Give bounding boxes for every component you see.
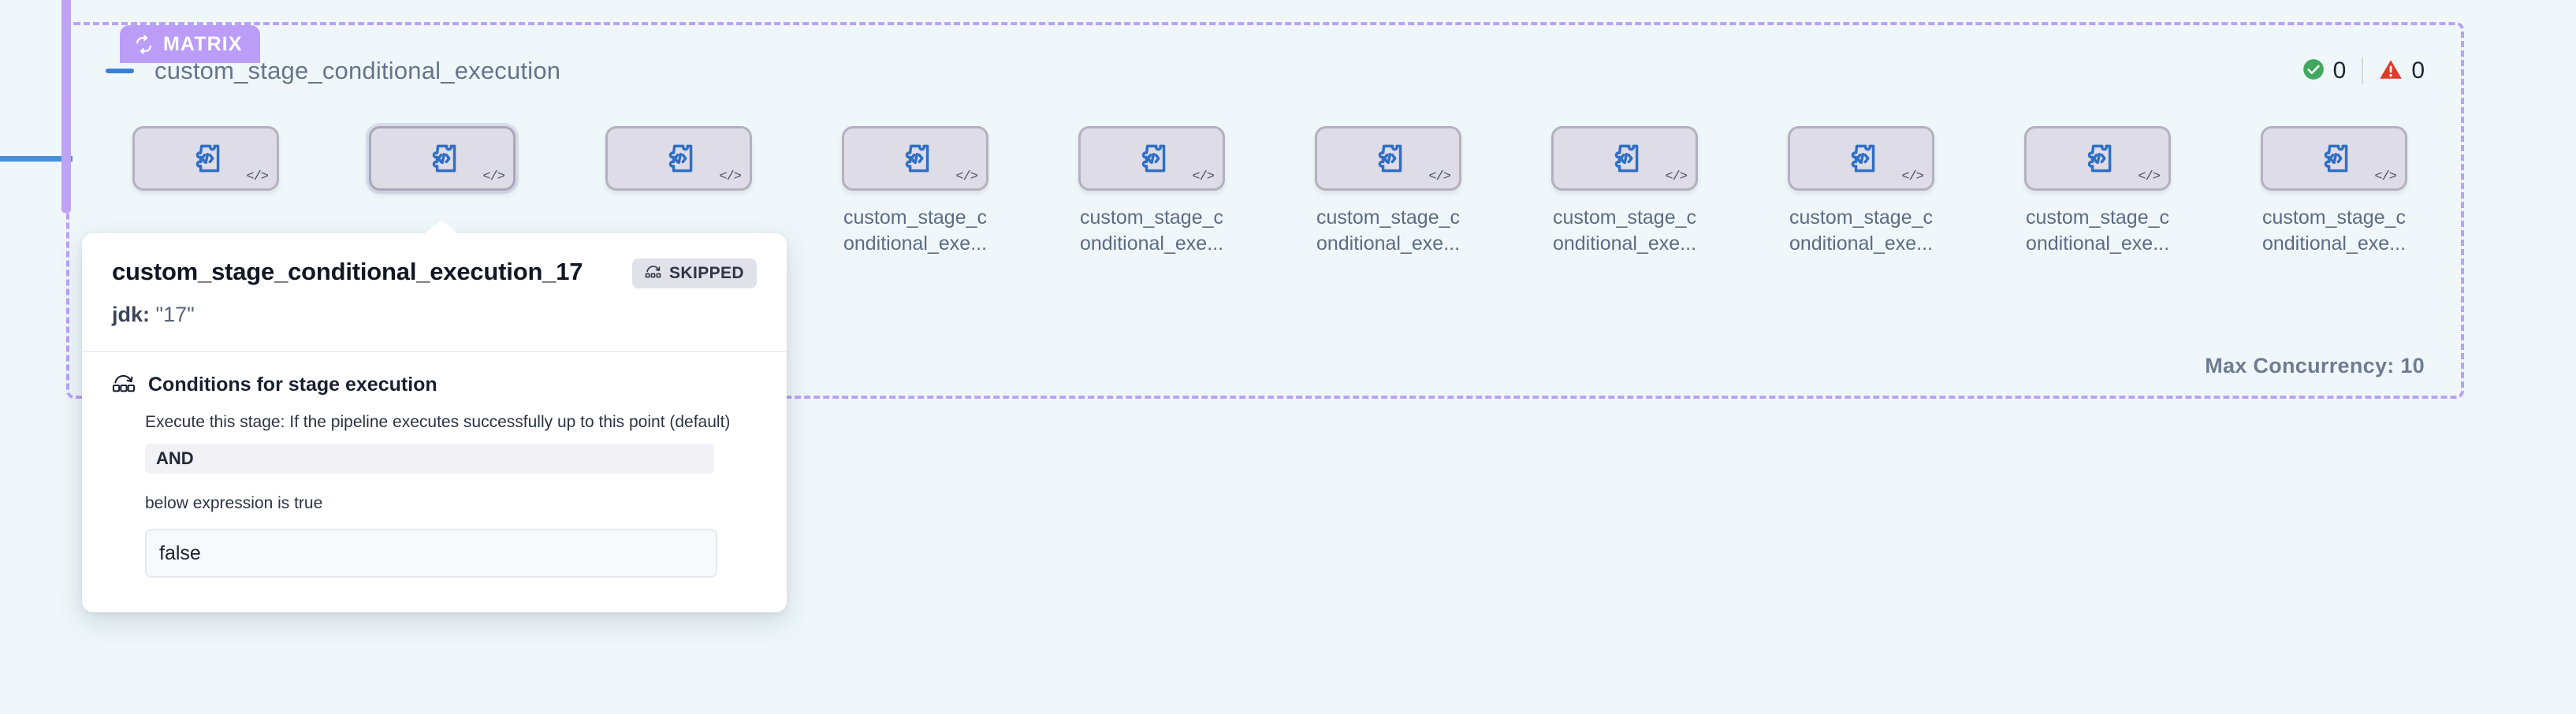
matrix-node-label: custom_stage_conditional_exe... [1316, 206, 1461, 255]
matrix-node-box[interactable]: </> [1078, 126, 1225, 191]
status-badge-label: SKIPPED [669, 264, 744, 282]
matrix-node[interactable]: </>custom_stage_c onditional_exe... [132, 126, 279, 257]
check-circle-icon [2302, 58, 2325, 84]
conditions-description: Execute this stage: If the pipeline exec… [145, 413, 731, 431]
code-icon-icon: </> [246, 169, 269, 184]
matrix-node[interactable]: </> custom_stage_conditional_exe... [2261, 126, 2407, 257]
matrix-parameter-value: "17" [155, 303, 195, 326]
code-icon-icon: </> [955, 169, 978, 184]
conditions-operator: AND [145, 444, 714, 474]
success-count: 0 [2332, 58, 2347, 84]
code-icon-icon: </> [1192, 169, 1215, 184]
matrix-node-label: custom_stage_conditional_exe... [2261, 206, 2407, 255]
matrix-node-label: custom_stage_conditional_exe... [1552, 206, 1697, 255]
matrix-node-label: custom_stage_conditional_exe... [2025, 206, 2170, 255]
conditions-icon [112, 373, 136, 397]
matrix-node-box[interactable]: </> [842, 126, 988, 191]
matrix-node-box[interactable]: </> [1315, 126, 1461, 191]
skip-arc-icon [645, 264, 662, 283]
matrix-node-label: custom_stage_conditional_exe... [1789, 206, 1934, 255]
conditions-note: below expression is true [145, 494, 323, 513]
plugin-code-icon-icon [1134, 141, 1169, 176]
matrix-group-container: MATRIX custom_stage_conditional_executio… [66, 22, 2464, 399]
plugin-code-icon-icon [1371, 141, 1405, 176]
matrix-node[interactable]: </> custom_stage_conditional_exe... [1078, 126, 1225, 257]
matrix-node[interactable]: </> custom_stage_conditional_exe... [2024, 126, 2171, 257]
popover-title: custom_stage_conditional_execution_17 [112, 258, 583, 285]
popover-arrow [424, 220, 459, 234]
popover-conditions-section: Conditions for stage execution Execute t… [82, 352, 787, 612]
matrix-node-box[interactable]: </> [2261, 126, 2407, 191]
warning-count: 0 [2411, 58, 2425, 84]
status-divider [2362, 58, 2364, 84]
matrix-node[interactable]: </> custom_stage_conditional_exe... [1551, 126, 1698, 257]
matrix-node-label: custom_stage_conditional_exe... [1079, 206, 1224, 255]
conditions-expression-field[interactable]: false [145, 529, 717, 578]
matrix-badge[interactable]: MATRIX [120, 25, 260, 63]
code-icon-icon: </> [1665, 169, 1688, 184]
warning-triangle-icon [2379, 58, 2403, 84]
matrix-node[interactable]: </> custom_stage_conditional_exe... [1315, 126, 1461, 257]
plugin-code-icon-icon [898, 141, 932, 176]
matrix-node-box[interactable]: </> [605, 126, 752, 191]
matrix-node-box[interactable]: </> [1788, 126, 1934, 191]
incoming-connector-line [0, 156, 73, 162]
status-cluster: 0 0 [2302, 58, 2425, 84]
matrix-node[interactable]: </> custom_stage_conditional_exe... [842, 126, 988, 257]
matrix-node-box[interactable]: </> [132, 126, 279, 191]
success-status: 0 [2302, 58, 2347, 84]
plugin-code-icon-icon [1607, 141, 1642, 176]
warning-status: 0 [2379, 58, 2425, 84]
conditions-heading: Conditions for stage execution [148, 374, 437, 396]
matrix-node-label: custom_stage_conditional_exe... [843, 206, 988, 255]
minus-icon[interactable] [106, 69, 134, 73]
matrix-nodes-row: </>custom_stage_c onditional_exe...</>cu… [69, 126, 2461, 307]
loop-icon [134, 35, 154, 54]
matrix-node-box-selected[interactable]: </> [369, 126, 516, 191]
matrix-node-box[interactable]: </> [1551, 126, 1698, 191]
max-concurrency-label: Max Concurrency: 10 [2205, 354, 2425, 377]
popover-header: custom_stage_conditional_execution_17 SK… [82, 233, 787, 351]
status-badge: SKIPPED [632, 258, 757, 288]
matrix-node-box[interactable]: </> [2024, 126, 2171, 191]
plugin-code-icon-icon [2080, 141, 2115, 176]
code-icon-icon: </> [2138, 169, 2161, 184]
matrix-group-header: custom_stage_conditional_execution 0 [69, 47, 2461, 95]
matrix-parameter-key: jdk: [112, 303, 151, 326]
matrix-parameter: jdk: "17" [112, 303, 757, 327]
plugin-code-icon-icon [425, 141, 460, 176]
stage-detail-popover: custom_stage_conditional_execution_17 SK… [82, 220, 787, 613]
code-icon-icon: </> [719, 169, 742, 184]
code-icon-icon: </> [482, 169, 505, 184]
popover-divider [82, 351, 787, 352]
code-icon-icon: </> [2374, 169, 2397, 184]
code-icon-icon: </> [1901, 169, 1924, 184]
matrix-node[interactable]: </>custom_stage_c onditional_exe... [369, 126, 516, 257]
plugin-code-icon-icon [661, 141, 696, 176]
matrix-badge-label: MATRIX [163, 32, 243, 55]
plugin-code-icon-icon [1844, 141, 1878, 176]
code-icon-icon: </> [1428, 169, 1451, 184]
matrix-node[interactable]: </> custom_stage_conditional_exe... [1788, 126, 1934, 257]
plugin-code-icon-icon [188, 141, 223, 176]
plugin-code-icon-icon [2317, 141, 2351, 176]
matrix-node[interactable]: </>custom_stage_c onditional_exe... [605, 126, 752, 257]
